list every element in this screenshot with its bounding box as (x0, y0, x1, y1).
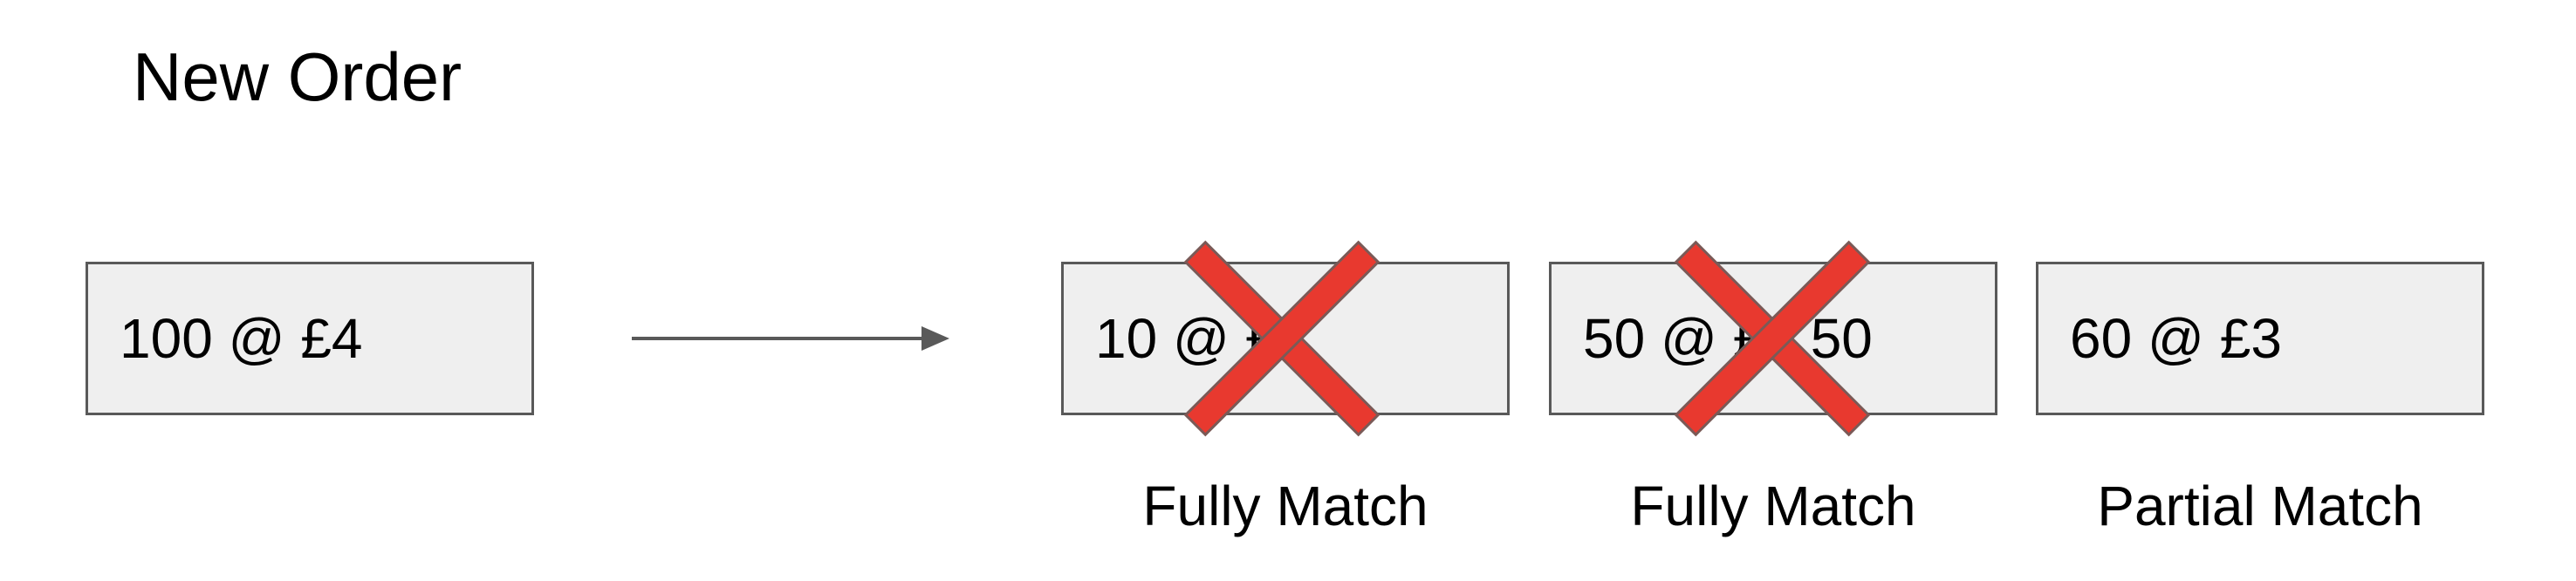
resting-order-box-3: 60 @ £3 (2036, 262, 2484, 415)
match-caption-1: Fully Match (1142, 475, 1428, 537)
new-order-label: 100 @ £4 (120, 307, 363, 370)
resting-order-label-1: 10 @ £3 (1095, 307, 1307, 370)
resting-order-box-2: 50 @ £3.50 (1549, 262, 1997, 415)
resting-order-label-2: 50 @ £3.50 (1583, 307, 1873, 370)
page-title: New Order (133, 38, 462, 115)
resting-order-box-1: 10 @ £3 (1061, 262, 1510, 415)
match-caption-2: Fully Match (1630, 475, 1916, 537)
resting-order-label-3: 60 @ £3 (2070, 307, 2282, 370)
new-order-box: 100 @ £4 (86, 262, 534, 415)
right-arrow-icon (632, 326, 949, 351)
match-caption-3: Partial Match (2097, 475, 2423, 537)
